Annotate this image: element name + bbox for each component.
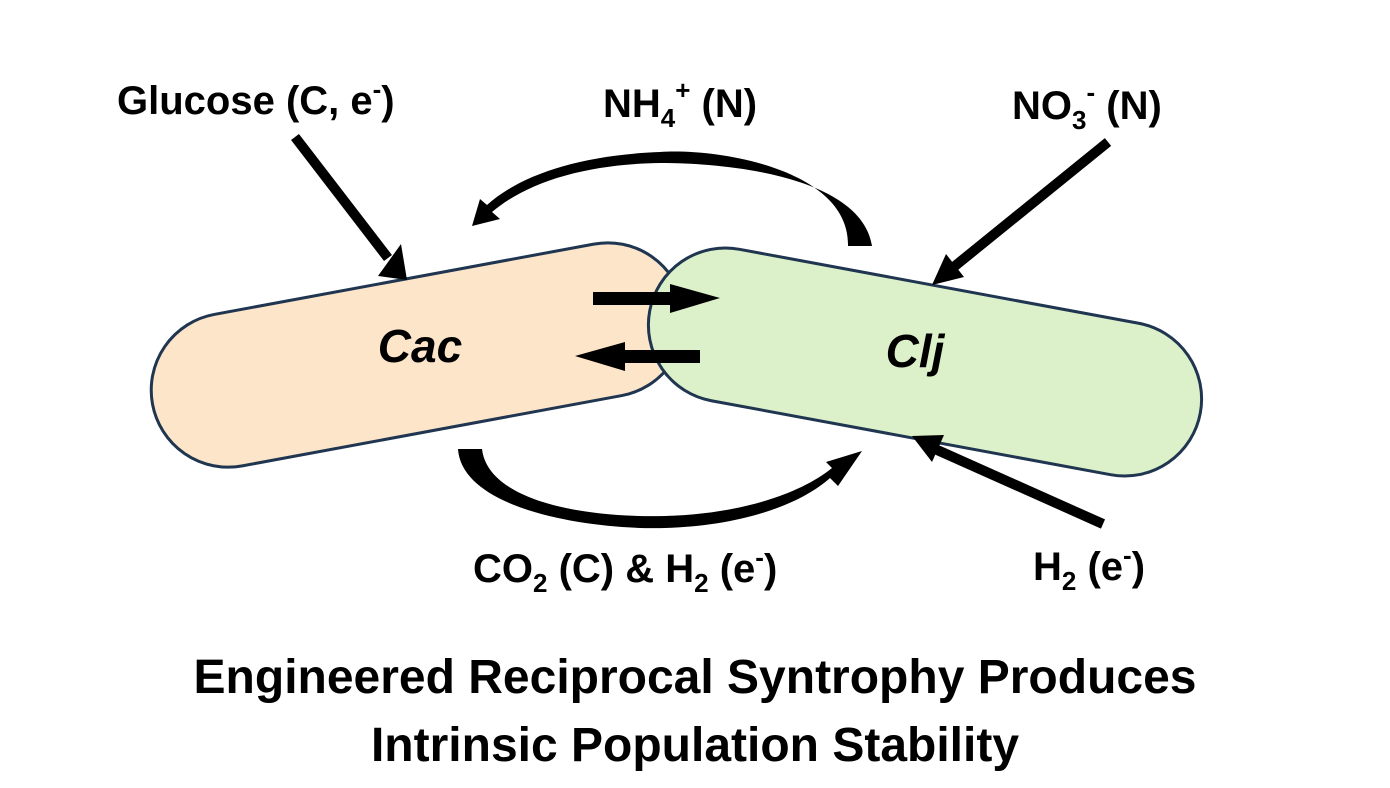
cac-label: Cac (378, 320, 462, 372)
nitrate-label: NO3- (N) (1012, 77, 1162, 135)
title-line-2: Intrinsic Population Stability (370, 719, 1020, 772)
ammonium-label: NH4+ (N) (603, 75, 757, 133)
co2-h2-label: CO2 (C) & H2 (e-) (473, 542, 777, 598)
glucose-label: Glucose (C, e-) (117, 74, 395, 123)
co2-h2-curved-arrow (458, 449, 862, 529)
arrow-clj-to-cac (575, 342, 700, 371)
hydrogen-label: H2 (e-) (1033, 540, 1145, 596)
glucose-arrow (291, 133, 407, 280)
clj-label: Clj (886, 325, 946, 377)
clj-cell-body (646, 246, 1204, 478)
arrow-cac-to-clj (593, 284, 720, 313)
ammonium-curved-arrow (472, 151, 872, 246)
nitrate-arrow (932, 138, 1112, 285)
clj-cell (646, 246, 1204, 478)
hydrogen-arrow (912, 435, 1106, 529)
title-line-1: Engineered Reciprocal Syntrophy Produces (193, 651, 1197, 704)
